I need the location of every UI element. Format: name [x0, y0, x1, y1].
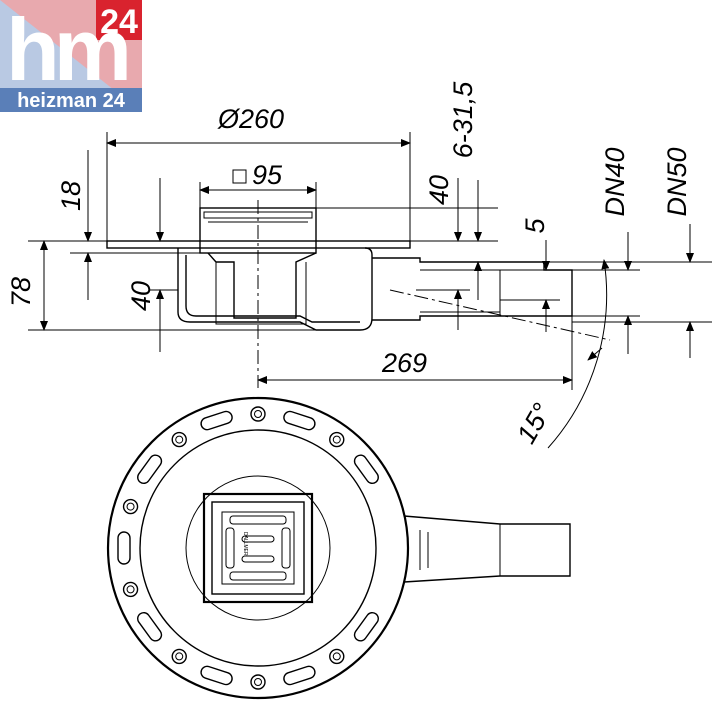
flange-hole: [171, 648, 187, 665]
drain-body: [177, 247, 373, 331]
flange-hole-inner: [126, 502, 135, 511]
logo-main-text: hm: [6, 0, 127, 99]
flange-hole: [250, 674, 266, 690]
flange-hole-inner: [254, 678, 262, 686]
dim-269: 269: [381, 348, 427, 378]
flange-hole-inner: [332, 435, 341, 444]
flange-hole: [329, 431, 345, 448]
side-view: Ø260 95 18 78 40 40 6-31,5 5 DN40 DN50 2…: [6, 81, 712, 449]
flange-slot: [137, 611, 163, 642]
flange-hole: [250, 406, 266, 422]
grate: [202, 492, 314, 604]
dim-square: 95: [252, 160, 283, 190]
dim-5: 5: [520, 218, 550, 234]
grate-brand-label: DALLMER: [242, 532, 248, 556]
top-view: DALLMER: [106, 396, 571, 700]
outlet-spigot-top: [403, 515, 571, 583]
logo-tagline: heizman 24: [17, 90, 126, 112]
flange-hole-inner: [332, 652, 341, 661]
dim-range: 6-31,5: [448, 81, 478, 159]
flange-hole: [171, 431, 187, 448]
dim-dn40: DN40: [600, 147, 630, 216]
flange-hole-inner: [175, 435, 184, 444]
flange-slot: [353, 454, 379, 485]
flange-slot: [137, 454, 163, 485]
dim-angle: 15°: [511, 398, 557, 449]
outer-flange-circle: [106, 396, 410, 700]
dim-diameter: Ø260: [217, 104, 284, 134]
flange: [106, 240, 411, 249]
flange-hole: [329, 648, 345, 665]
flange-slot: [117, 531, 131, 565]
flange-slot: [200, 665, 233, 686]
flange-hole: [122, 498, 139, 515]
flange-slots: [117, 406, 379, 690]
dim-40-left: 40: [126, 281, 156, 311]
flange-slot: [353, 611, 379, 642]
dim-18: 18: [56, 181, 86, 211]
flange-slot: [200, 410, 233, 431]
flange-hole-inner: [126, 585, 135, 594]
dim-dn50: DN50: [662, 147, 692, 216]
flange-hole-inner: [254, 410, 262, 418]
flange-hole-inner: [175, 652, 184, 661]
heizman24-logo: 24 hm heizman 24: [0, 0, 142, 112]
logo-superscript: 24: [100, 3, 138, 41]
dim-40-right: 40: [424, 175, 454, 205]
odour-trap: [207, 252, 317, 319]
outlet-pipe: [372, 257, 573, 321]
inner-flange-circle: [139, 429, 377, 667]
flange-hole: [122, 581, 139, 598]
dim-78: 78: [6, 277, 36, 307]
square-symbol: [232, 169, 247, 184]
flange-slot: [283, 665, 316, 686]
flange-slot: [283, 410, 316, 431]
